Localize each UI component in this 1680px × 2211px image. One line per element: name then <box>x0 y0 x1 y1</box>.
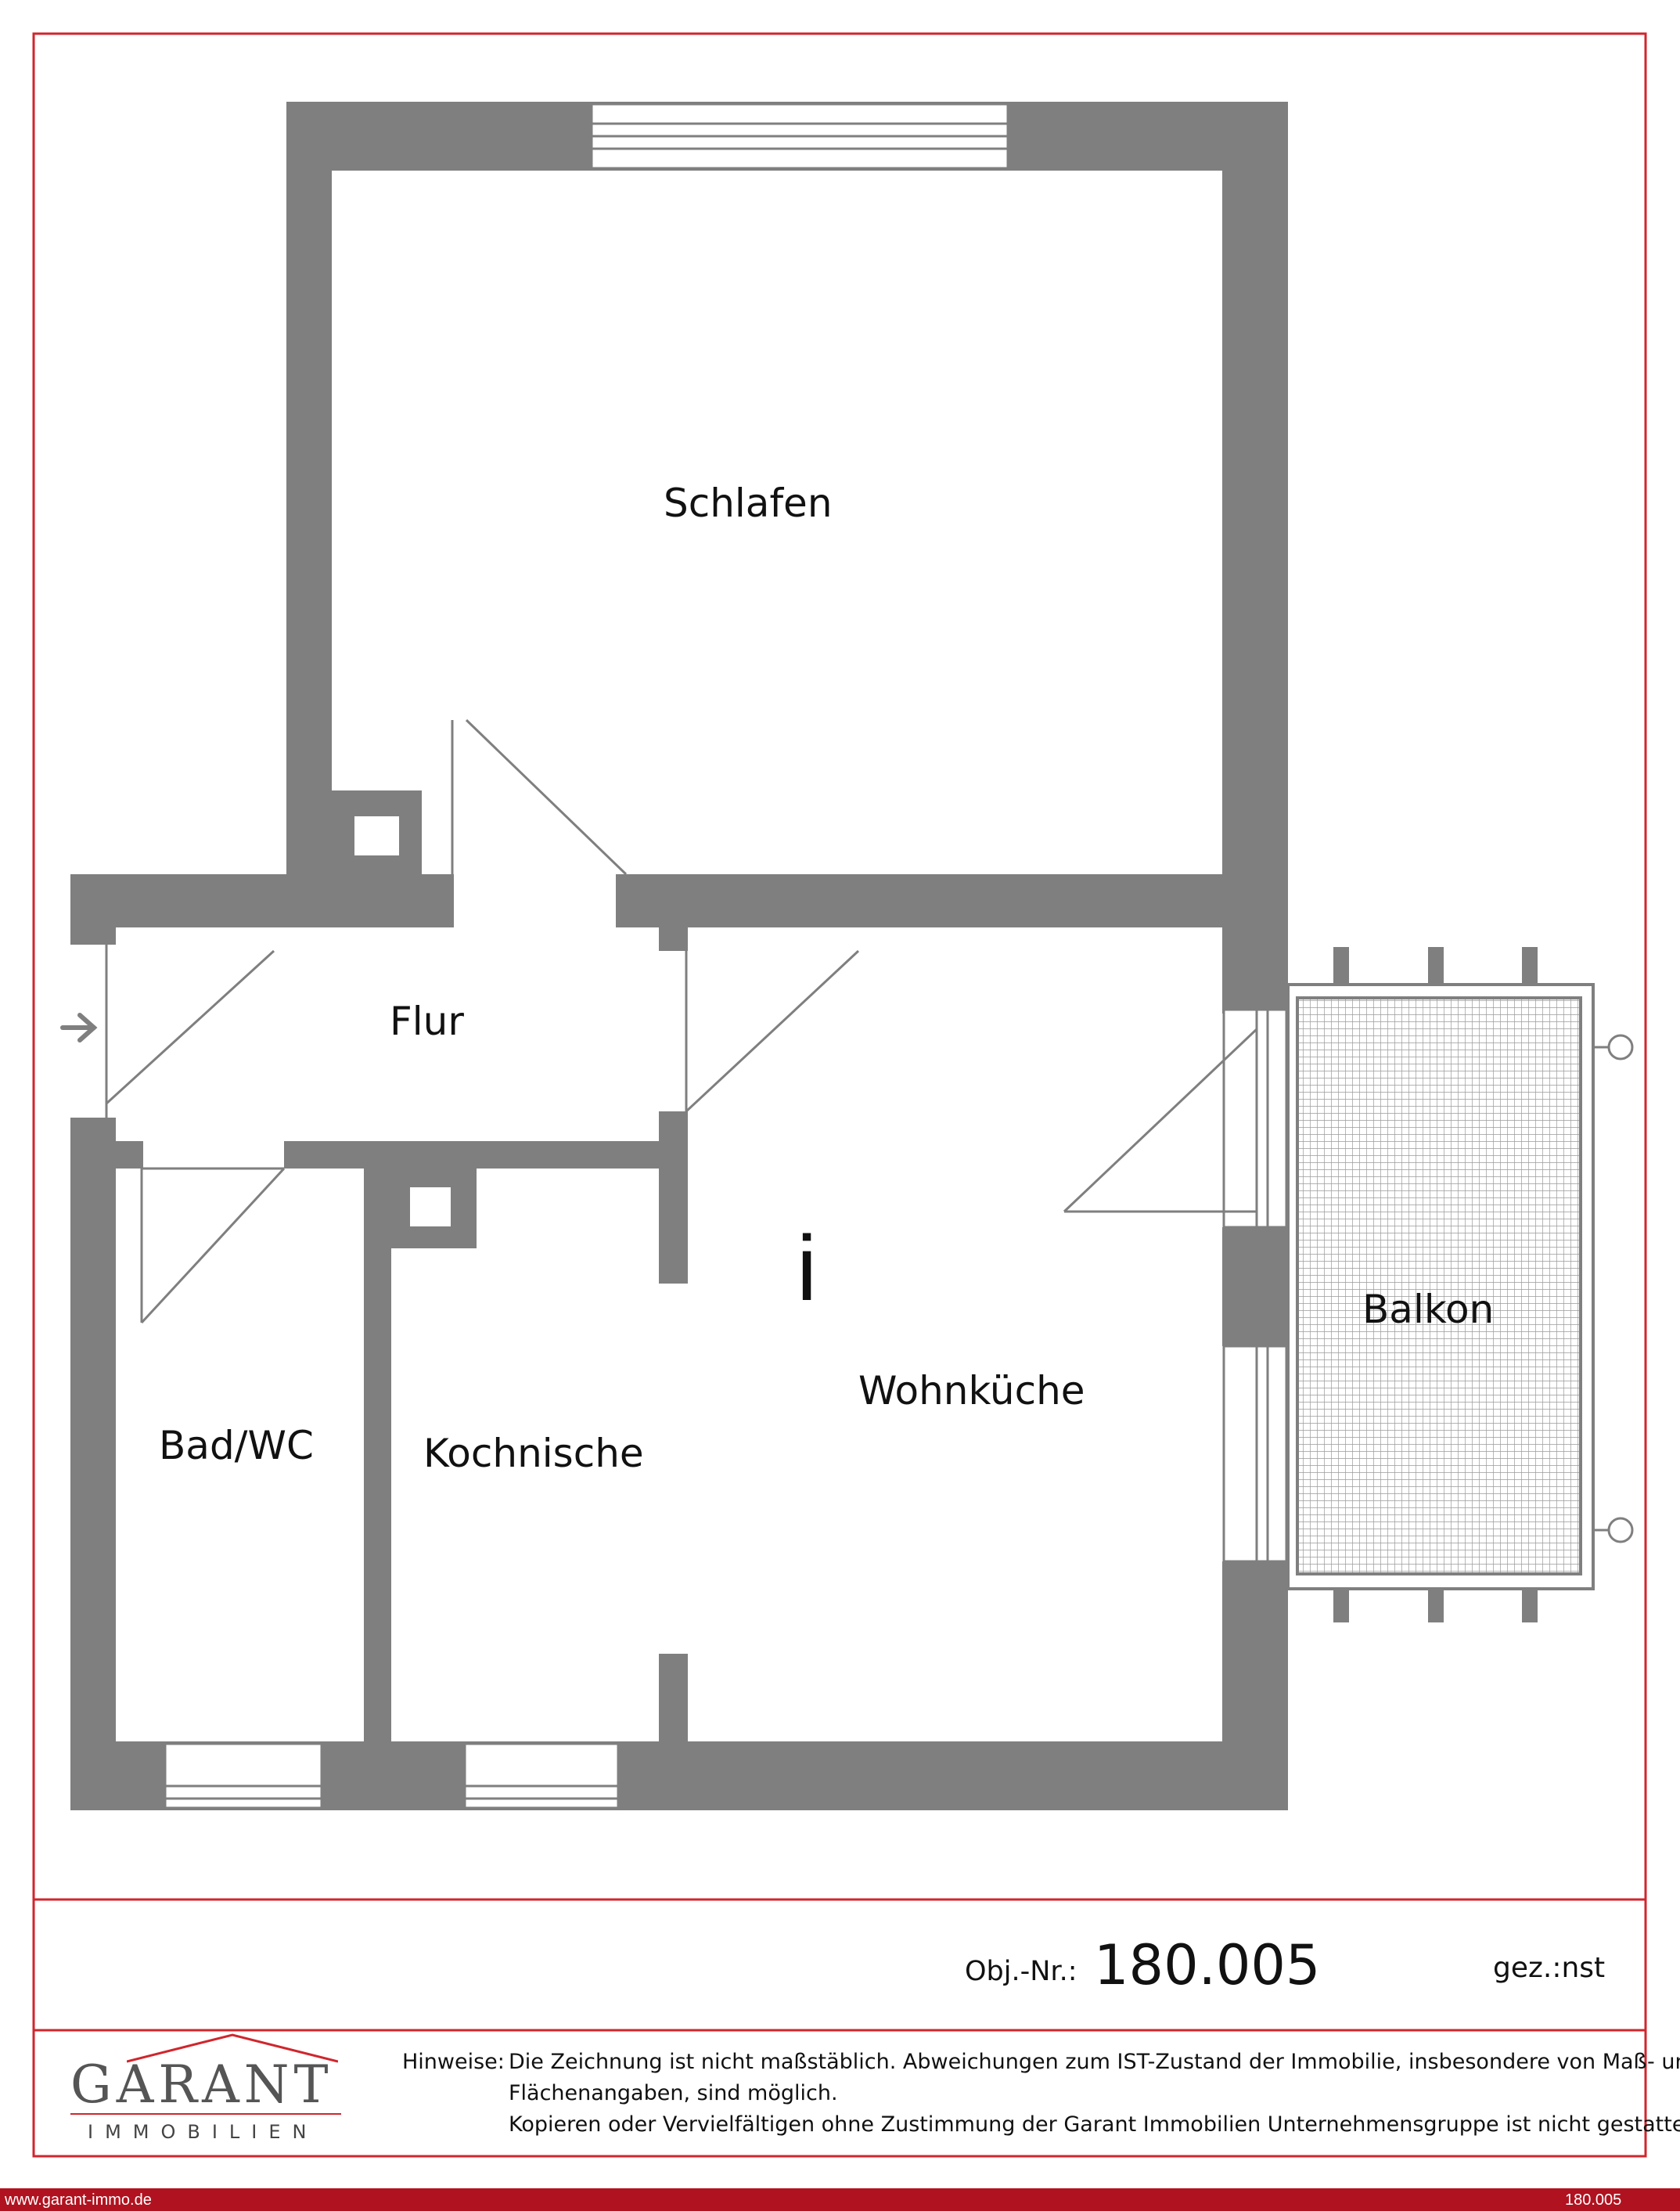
notes-line-3: Kopieren oder Vervielfältigen ohne Zusti… <box>509 2112 1680 2137</box>
window <box>590 103 1009 170</box>
room-label-kochnische: Kochnische <box>423 1431 644 1476</box>
walls <box>70 102 1288 1810</box>
room-label-flur: Flur <box>390 999 464 1044</box>
footer-bar: www.garant-immo.de 180.005 <box>0 2188 1680 2211</box>
door-swing <box>105 718 1258 1324</box>
room-label-bad: Bad/WC <box>159 1423 314 1468</box>
balcony <box>1286 947 1634 1622</box>
logo-subtitle: IMMOBILIEN <box>88 2121 318 2143</box>
logo-underline <box>70 2113 341 2115</box>
object-number: 180.005 <box>1094 1933 1321 1997</box>
balcony-door <box>1222 1008 1288 1229</box>
logo-name: GARANT <box>70 2054 333 2115</box>
footer-number: 180.005 <box>1565 2191 1622 2209</box>
footer-url[interactable]: www.garant-immo.de <box>5 2191 152 2209</box>
room-label-wohnkueche: Wohnküche <box>858 1368 1085 1413</box>
room-label-schlafen: Schlafen <box>664 481 833 526</box>
logo-roof-icon <box>127 2033 338 2063</box>
window <box>463 1742 620 1809</box>
room-label-balkon: Balkon <box>1362 1287 1495 1332</box>
chimney-duct <box>354 816 399 855</box>
drawing-frame <box>32 32 1647 2158</box>
notes-line-1: Die Zeichnung ist nicht maßstäblich. Abw… <box>509 2050 1680 2074</box>
chimney-duct <box>410 1187 451 1226</box>
window <box>164 1742 323 1809</box>
entrance-arrow-icon <box>60 1013 98 1042</box>
window <box>1222 1345 1288 1563</box>
object-number-label: Obj.-Nr.: <box>965 1956 1077 1987</box>
plan-mark: i <box>797 1217 818 1320</box>
notes-label: Hinweise: <box>402 2050 505 2074</box>
drawn-by: gez.:nst <box>1493 1952 1606 1984</box>
notes-line-2: Flächenangaben, sind möglich. <box>509 2081 838 2105</box>
